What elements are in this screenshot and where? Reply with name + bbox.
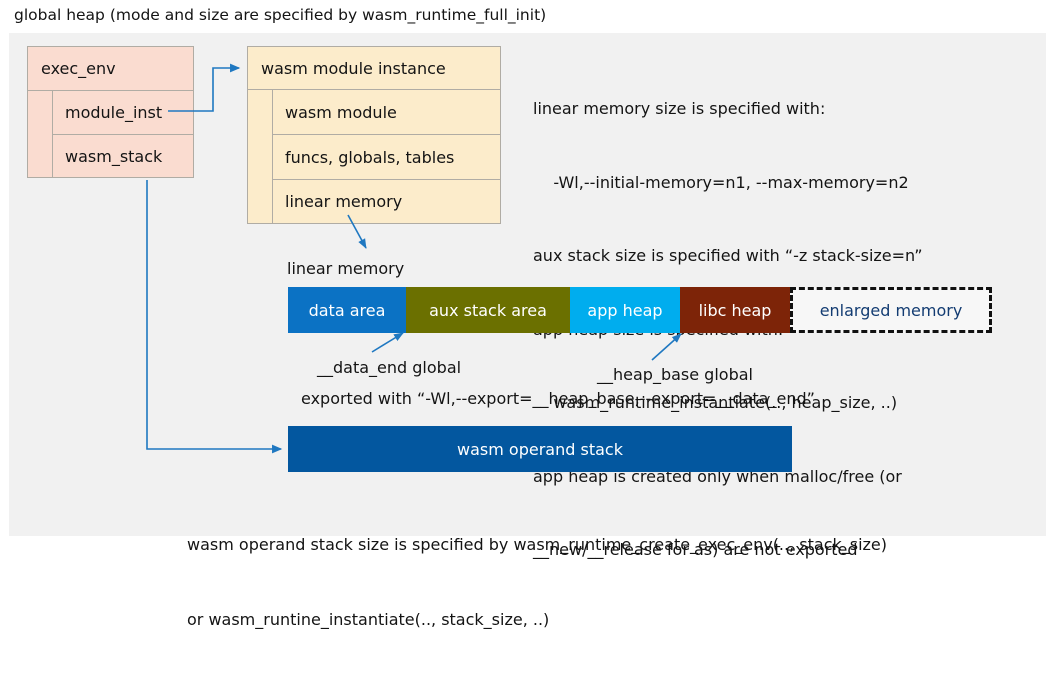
operand-note-line: wasm operand stack size is specified by …: [187, 535, 888, 554]
diagram-root: global heap (mode and size are specified…: [9, 6, 1046, 629]
callout-heap-base-global: __heap_base global: [597, 365, 753, 384]
mem-segment-libc-heap: libc heap: [680, 287, 790, 333]
exec-env-gutter: [28, 91, 53, 177]
operand-stack-notes: wasm operand stack size is specified by …: [187, 482, 887, 682]
exec-env-field-module-inst: module_inst: [65, 103, 163, 122]
note-line: linear memory size is specified with:: [533, 99, 826, 118]
field-wasm-module: wasm module: [285, 102, 397, 122]
exec-env-body: module_inst wasm_stack: [28, 91, 193, 177]
wasm-module-instance-body: wasm module funcs, globals, tables linea…: [248, 90, 500, 223]
field-funcs-globals-tables: funcs, globals, tables: [273, 134, 500, 178]
wasm-module-instance-box: wasm module instance wasm module funcs, …: [247, 46, 501, 224]
field-linear-memory: linear memory: [273, 178, 500, 223]
exec-env-box: exec_env module_inst wasm_stack: [27, 46, 194, 178]
wasm-module-instance-gutter: [248, 90, 273, 223]
wasm-operand-stack-bar: wasm operand stack: [288, 426, 792, 472]
note-line: aux stack size is specified with “-z sta…: [533, 246, 923, 265]
mem-segment-enlarged-memory: enlarged memory: [790, 287, 992, 333]
wasm-module-instance-rows: wasm module funcs, globals, tables linea…: [273, 90, 500, 223]
linear-memory-bar: data area aux stack area app heap libc h…: [288, 287, 992, 333]
callout-data-end-global: __data_end global: [317, 358, 462, 377]
note-line: wasm_runtime_instantiate(.., heap_size, …: [533, 393, 898, 412]
wasm-module-instance-title: wasm module instance: [248, 47, 500, 91]
mem-segment-data-area: data area: [288, 287, 406, 333]
mem-segment-aux-stack-area: aux stack area: [406, 287, 570, 333]
page-title: global heap (mode and size are specified…: [14, 6, 547, 24]
exec-env-rows: module_inst wasm_stack: [53, 91, 193, 177]
exec-env-title: exec_env: [28, 47, 193, 91]
callout-exported-with: exported with “-Wl,--export=__heap_base,…: [301, 389, 815, 408]
note-line: -Wl,--initial-memory=n1, --max-memory=n2: [533, 172, 909, 192]
linear-memory-bar-label: linear memory: [287, 259, 405, 278]
operand-note-line: or wasm_runtine_instantiate(.., stack_si…: [187, 610, 550, 629]
exec-env-field-wasm-stack: wasm_stack: [53, 134, 193, 177]
mem-segment-app-heap: app heap: [570, 287, 680, 333]
